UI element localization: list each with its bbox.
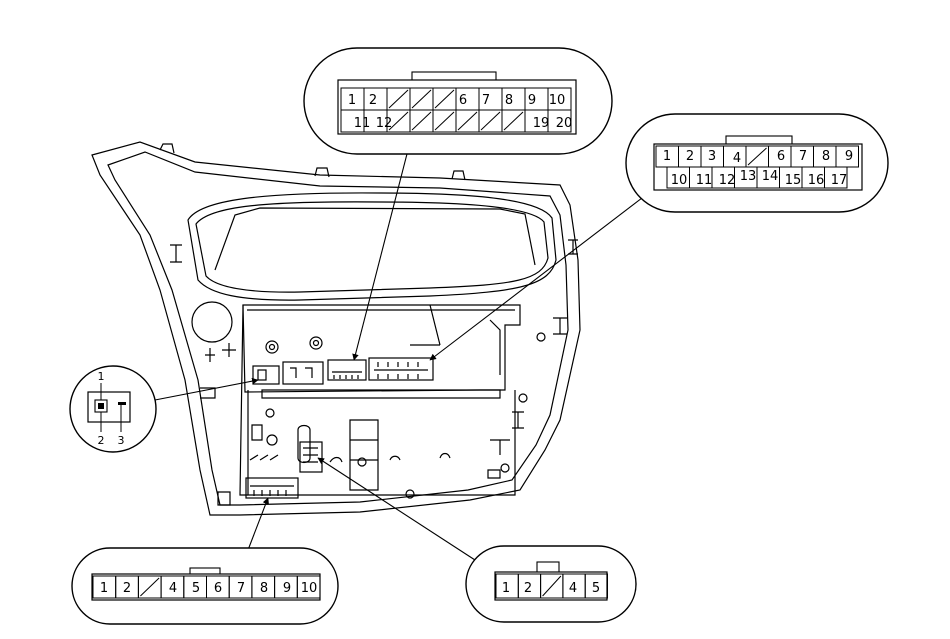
leader-connector-d: [247, 497, 269, 551]
pin-d-5: 5: [192, 581, 200, 596]
pin-b-6: 6: [777, 149, 785, 164]
cavity-a-bottom-2-empty-slash: [388, 111, 409, 131]
cavity-d-9: [296, 575, 321, 599]
leader-lines: [154, 149, 643, 561]
pin-d-8: 8: [260, 581, 268, 596]
connector-b-pins: 1 2 3 4 6 7 8 9 10 11 12 13 14 15 16 17: [663, 149, 853, 188]
connector-a-housing: [337, 79, 577, 135]
connector-d-cavity-grid: [92, 575, 321, 599]
pin-b-14: 14: [762, 169, 779, 184]
cavity-a-bottom-9: [547, 109, 572, 133]
pin-a-12: 12: [376, 116, 393, 131]
pin-d-6: 6: [214, 581, 222, 596]
connector-d-pins: 1 2 4 5 6 7 8 9 10: [100, 581, 317, 596]
cavity-a-top-2-empty-slash: [388, 89, 409, 109]
pin-c-1: 1: [98, 370, 105, 383]
pin-b-7: 7: [799, 149, 807, 164]
connector-b-cavity-grid: [655, 145, 859, 189]
cavity-a-top-4-empty-slash: [434, 89, 455, 109]
pin-d-10: 10: [301, 581, 318, 596]
pin-b-1: 1: [663, 149, 671, 164]
pin-e-1: 1: [502, 581, 510, 596]
cavity-b-top-4-empty-slash: [747, 147, 767, 166]
cavity-a-bottom-5-empty-slash: [457, 111, 478, 131]
pin-e-5: 5: [592, 581, 600, 596]
connector-d-housing: [91, 573, 321, 601]
pin-b-8: 8: [822, 149, 830, 164]
pin-b-15: 15: [785, 173, 802, 188]
pin-a-11: 11: [354, 116, 371, 131]
cavity-e-4: [584, 573, 609, 599]
connector-a-pins: 1 2 6 7 8 9 10 11 12 19 20: [348, 93, 572, 131]
leader-connector-a: [352, 149, 409, 361]
pin-d-7: 7: [237, 581, 245, 596]
pin-e-4: 4: [569, 581, 577, 596]
pin-b-11: 11: [696, 173, 713, 188]
leader-connector-c: [154, 377, 259, 401]
connector-e-housing: [494, 571, 608, 601]
connector-c-callout: 1 2 3: [69, 365, 157, 453]
pin-b-3: 3: [708, 149, 716, 164]
cavity-b-bottom-7: [824, 166, 848, 189]
connector-e-callout: 1 2 4 5: [465, 545, 637, 623]
leader-connector-e: [317, 457, 476, 561]
cavity-a-bottom-6-empty-slash: [480, 111, 501, 131]
pin-c-2: 2: [98, 434, 105, 447]
connector-d-callout: 1 2 4 5 6 7 8 9 10: [71, 547, 339, 625]
pin-b-9: 9: [845, 149, 853, 164]
pin-b-16: 16: [808, 173, 825, 188]
pin-a-6: 6: [459, 93, 467, 108]
pin-b-12: 12: [719, 173, 736, 188]
pin-a-20: 20: [556, 116, 573, 131]
dashboard-panel: [91, 141, 581, 516]
leader-connector-b: [429, 197, 643, 361]
connector-c-housing: [87, 391, 131, 423]
pin-d-9: 9: [283, 581, 291, 596]
pin-a-10: 10: [549, 93, 566, 108]
pin-a-7: 7: [482, 93, 490, 108]
cavity-d-2-empty-slash: [140, 577, 160, 597]
pin-a-2: 2: [369, 93, 377, 108]
cavity-a-bottom-4-empty-slash: [434, 111, 455, 131]
cavity-a-bottom-3-empty-slash: [411, 111, 432, 131]
pin-c-3: 3: [118, 434, 125, 447]
pin-a-19: 19: [533, 116, 550, 131]
pin-b-17: 17: [831, 173, 848, 188]
cavity-e-2-empty-slash: [542, 575, 562, 597]
pin-a-1: 1: [348, 93, 356, 108]
pin-a-8: 8: [505, 93, 513, 108]
pin-d-2: 2: [123, 581, 131, 596]
connector-e-cavity-grid: [495, 573, 609, 599]
connector-b-callout: 1 2 3 4 6 7 8 9 10 11 12 13 14 15 16 17: [625, 113, 889, 213]
pin-d-1: 1: [100, 581, 108, 596]
connector-a-callout: 1 2 6 7 8 9 10 11 12 19 20: [303, 47, 613, 155]
pin-b-13: 13: [740, 169, 757, 184]
pin-a-9: 9: [528, 93, 536, 108]
pin-b-4: 4: [733, 151, 741, 166]
pin-d-4: 4: [169, 581, 177, 596]
cavity-a-bottom-7-empty-slash: [503, 111, 524, 131]
pin-b-10: 10: [671, 173, 688, 188]
pin-b-2: 2: [686, 149, 694, 164]
connector-a-cavity-grid: [340, 87, 572, 133]
connector-e-pins: 1 2 4 5: [502, 581, 600, 596]
cavity-a-top-3-empty-slash: [411, 89, 432, 109]
pin-e-2: 2: [524, 581, 532, 596]
